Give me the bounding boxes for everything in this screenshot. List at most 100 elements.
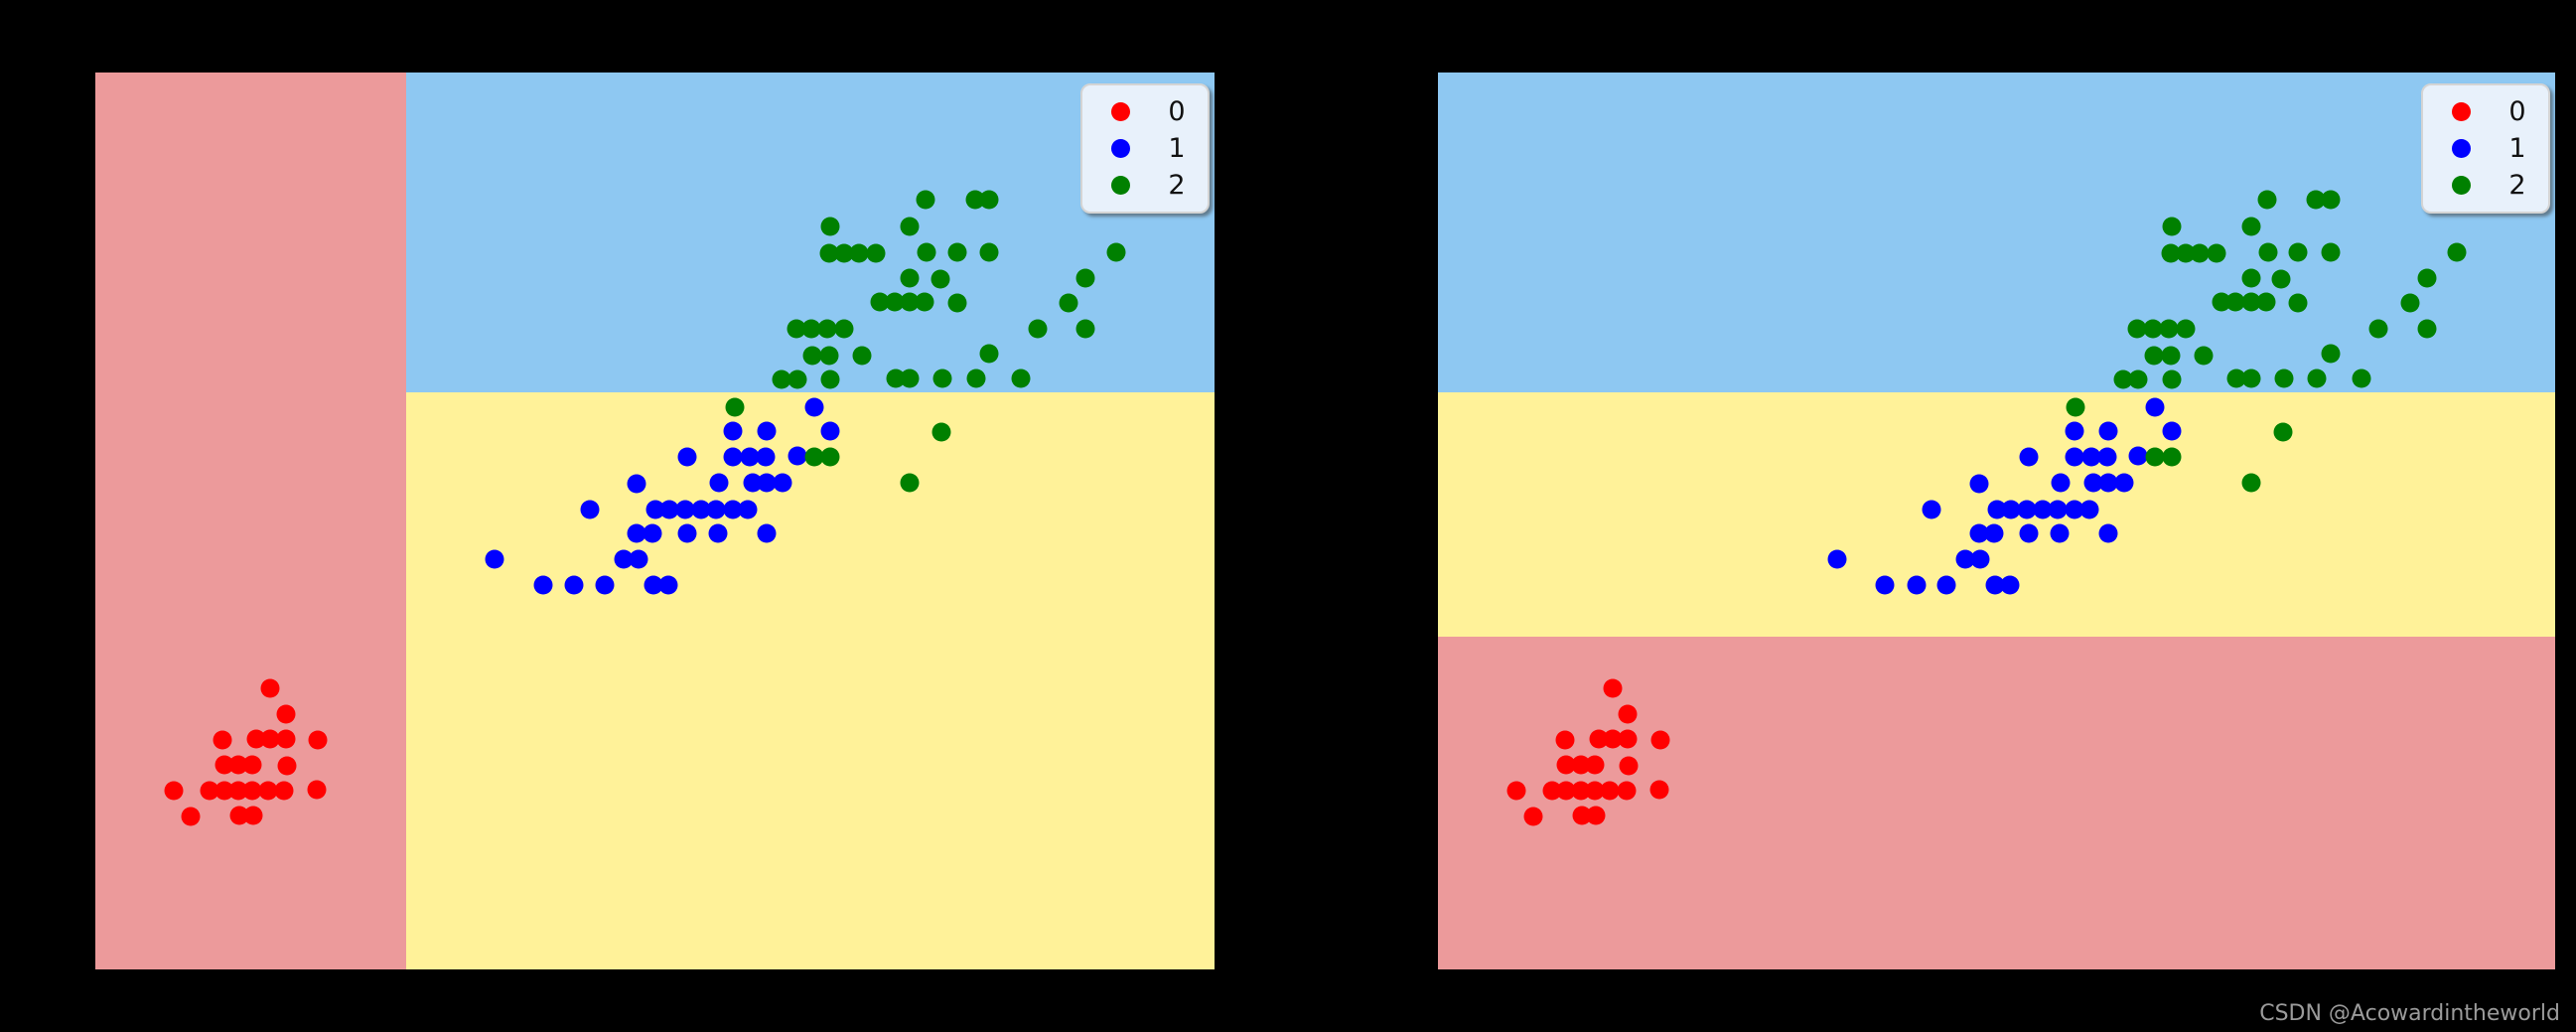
data-point-class-0	[215, 781, 234, 801]
data-point-class-2	[947, 242, 967, 262]
data-point-class-1	[2098, 473, 2118, 493]
data-point-class-2	[979, 242, 999, 262]
data-point-class-2	[820, 369, 840, 389]
data-point-class-1	[738, 500, 758, 519]
data-point-class-1	[2128, 446, 2148, 466]
data-point-class-2	[849, 243, 869, 263]
data-point-class-0	[260, 678, 280, 698]
legend-marker-icon	[1111, 102, 1130, 121]
data-point-class-2	[2190, 243, 2210, 263]
data-point-class-1	[1827, 549, 1847, 569]
data-point-class-1	[1907, 575, 1926, 595]
data-point-class-2	[2212, 292, 2231, 312]
data-point-class-2	[979, 190, 999, 210]
legend-entry-2: 2	[2423, 167, 2542, 204]
data-point-class-1	[740, 447, 760, 467]
data-point-class-0	[276, 729, 296, 749]
data-point-class-2	[2321, 344, 2341, 364]
data-point-class-0	[1617, 781, 1637, 801]
data-point-class-2	[2226, 369, 2246, 388]
decision-region-blue	[406, 73, 1215, 393]
data-point-class-0	[258, 781, 278, 801]
data-point-class-2	[2257, 190, 2277, 210]
data-point-class-2	[885, 292, 905, 312]
data-point-class-2	[2143, 319, 2163, 339]
data-point-class-0	[181, 807, 201, 826]
data-point-class-0	[1555, 730, 1575, 750]
data-point-class-0	[1619, 756, 1639, 776]
data-point-class-0	[308, 730, 328, 750]
data-point-class-2	[2368, 319, 2388, 339]
data-point-class-2	[801, 319, 821, 339]
data-point-class-2	[834, 319, 854, 339]
data-point-class-2	[965, 190, 985, 210]
data-point-class-2	[900, 292, 920, 312]
data-point-class-1	[2065, 447, 2084, 467]
data-point-class-2	[820, 217, 840, 236]
data-point-class-2	[2241, 473, 2261, 493]
legend-entry-0: 0	[1082, 93, 1202, 130]
data-point-class-2	[2447, 242, 2467, 262]
data-point-class-1	[2017, 500, 2037, 519]
data-point-class-0	[1618, 704, 1638, 724]
data-point-class-2	[947, 293, 967, 313]
decision-region-red	[1438, 636, 2555, 969]
data-point-class-0	[276, 704, 296, 724]
data-point-class-2	[725, 397, 745, 417]
data-point-class-1	[2001, 500, 2021, 519]
decision-region-red	[95, 73, 407, 969]
data-point-class-0	[1600, 781, 1620, 801]
data-point-class-1	[1969, 474, 1988, 494]
data-point-class-1	[1970, 549, 1990, 569]
data-point-class-1	[2081, 447, 2101, 467]
data-point-class-2	[2417, 319, 2437, 339]
data-point-class-2	[2161, 346, 2181, 366]
data-point-class-0	[1556, 755, 1576, 775]
data-point-class-1	[627, 474, 646, 494]
legend-entry-1: 1	[2423, 130, 2542, 167]
data-point-class-1	[723, 500, 743, 519]
data-point-class-0	[1506, 781, 1526, 801]
data-point-class-1	[1936, 575, 1956, 595]
data-point-class-2	[2225, 292, 2245, 312]
data-point-class-2	[802, 346, 822, 366]
data-point-class-1	[644, 575, 663, 595]
data-point-class-0	[242, 755, 262, 775]
data-point-class-2	[787, 369, 807, 389]
data-point-class-1	[2065, 421, 2084, 441]
data-point-class-2	[930, 269, 950, 289]
legend-entry-0: 0	[2423, 93, 2542, 130]
data-point-class-1	[757, 421, 777, 441]
data-point-class-1	[629, 549, 648, 569]
data-point-class-1	[1985, 575, 2005, 595]
data-point-class-1	[2098, 421, 2118, 441]
data-point-class-2	[2256, 292, 2276, 312]
data-point-class-1	[709, 473, 729, 493]
data-point-class-2	[1028, 319, 1048, 339]
decision-region-blue	[1438, 73, 2555, 393]
data-point-class-0	[243, 806, 263, 825]
data-point-class-1	[677, 523, 697, 543]
legend-label: 1	[2508, 133, 2526, 164]
data-point-class-2	[915, 292, 934, 312]
data-point-class-2	[2162, 447, 2182, 467]
data-point-class-1	[773, 473, 792, 493]
data-point-class-2	[834, 243, 854, 263]
data-point-class-2	[2352, 369, 2371, 388]
data-point-class-2	[900, 369, 920, 388]
data-point-class-2	[900, 473, 920, 493]
data-point-class-0	[277, 756, 297, 776]
data-point-class-2	[2159, 319, 2179, 339]
legend-marker-icon	[2452, 139, 2471, 158]
data-point-class-2	[2066, 397, 2085, 417]
data-point-class-2	[886, 369, 906, 388]
legend-marker-icon	[2452, 176, 2471, 195]
data-point-class-1	[2162, 421, 2182, 441]
data-point-class-2	[804, 447, 824, 467]
data-point-class-2	[787, 319, 805, 339]
data-point-class-1	[1875, 575, 1895, 595]
data-point-class-1	[643, 523, 662, 543]
